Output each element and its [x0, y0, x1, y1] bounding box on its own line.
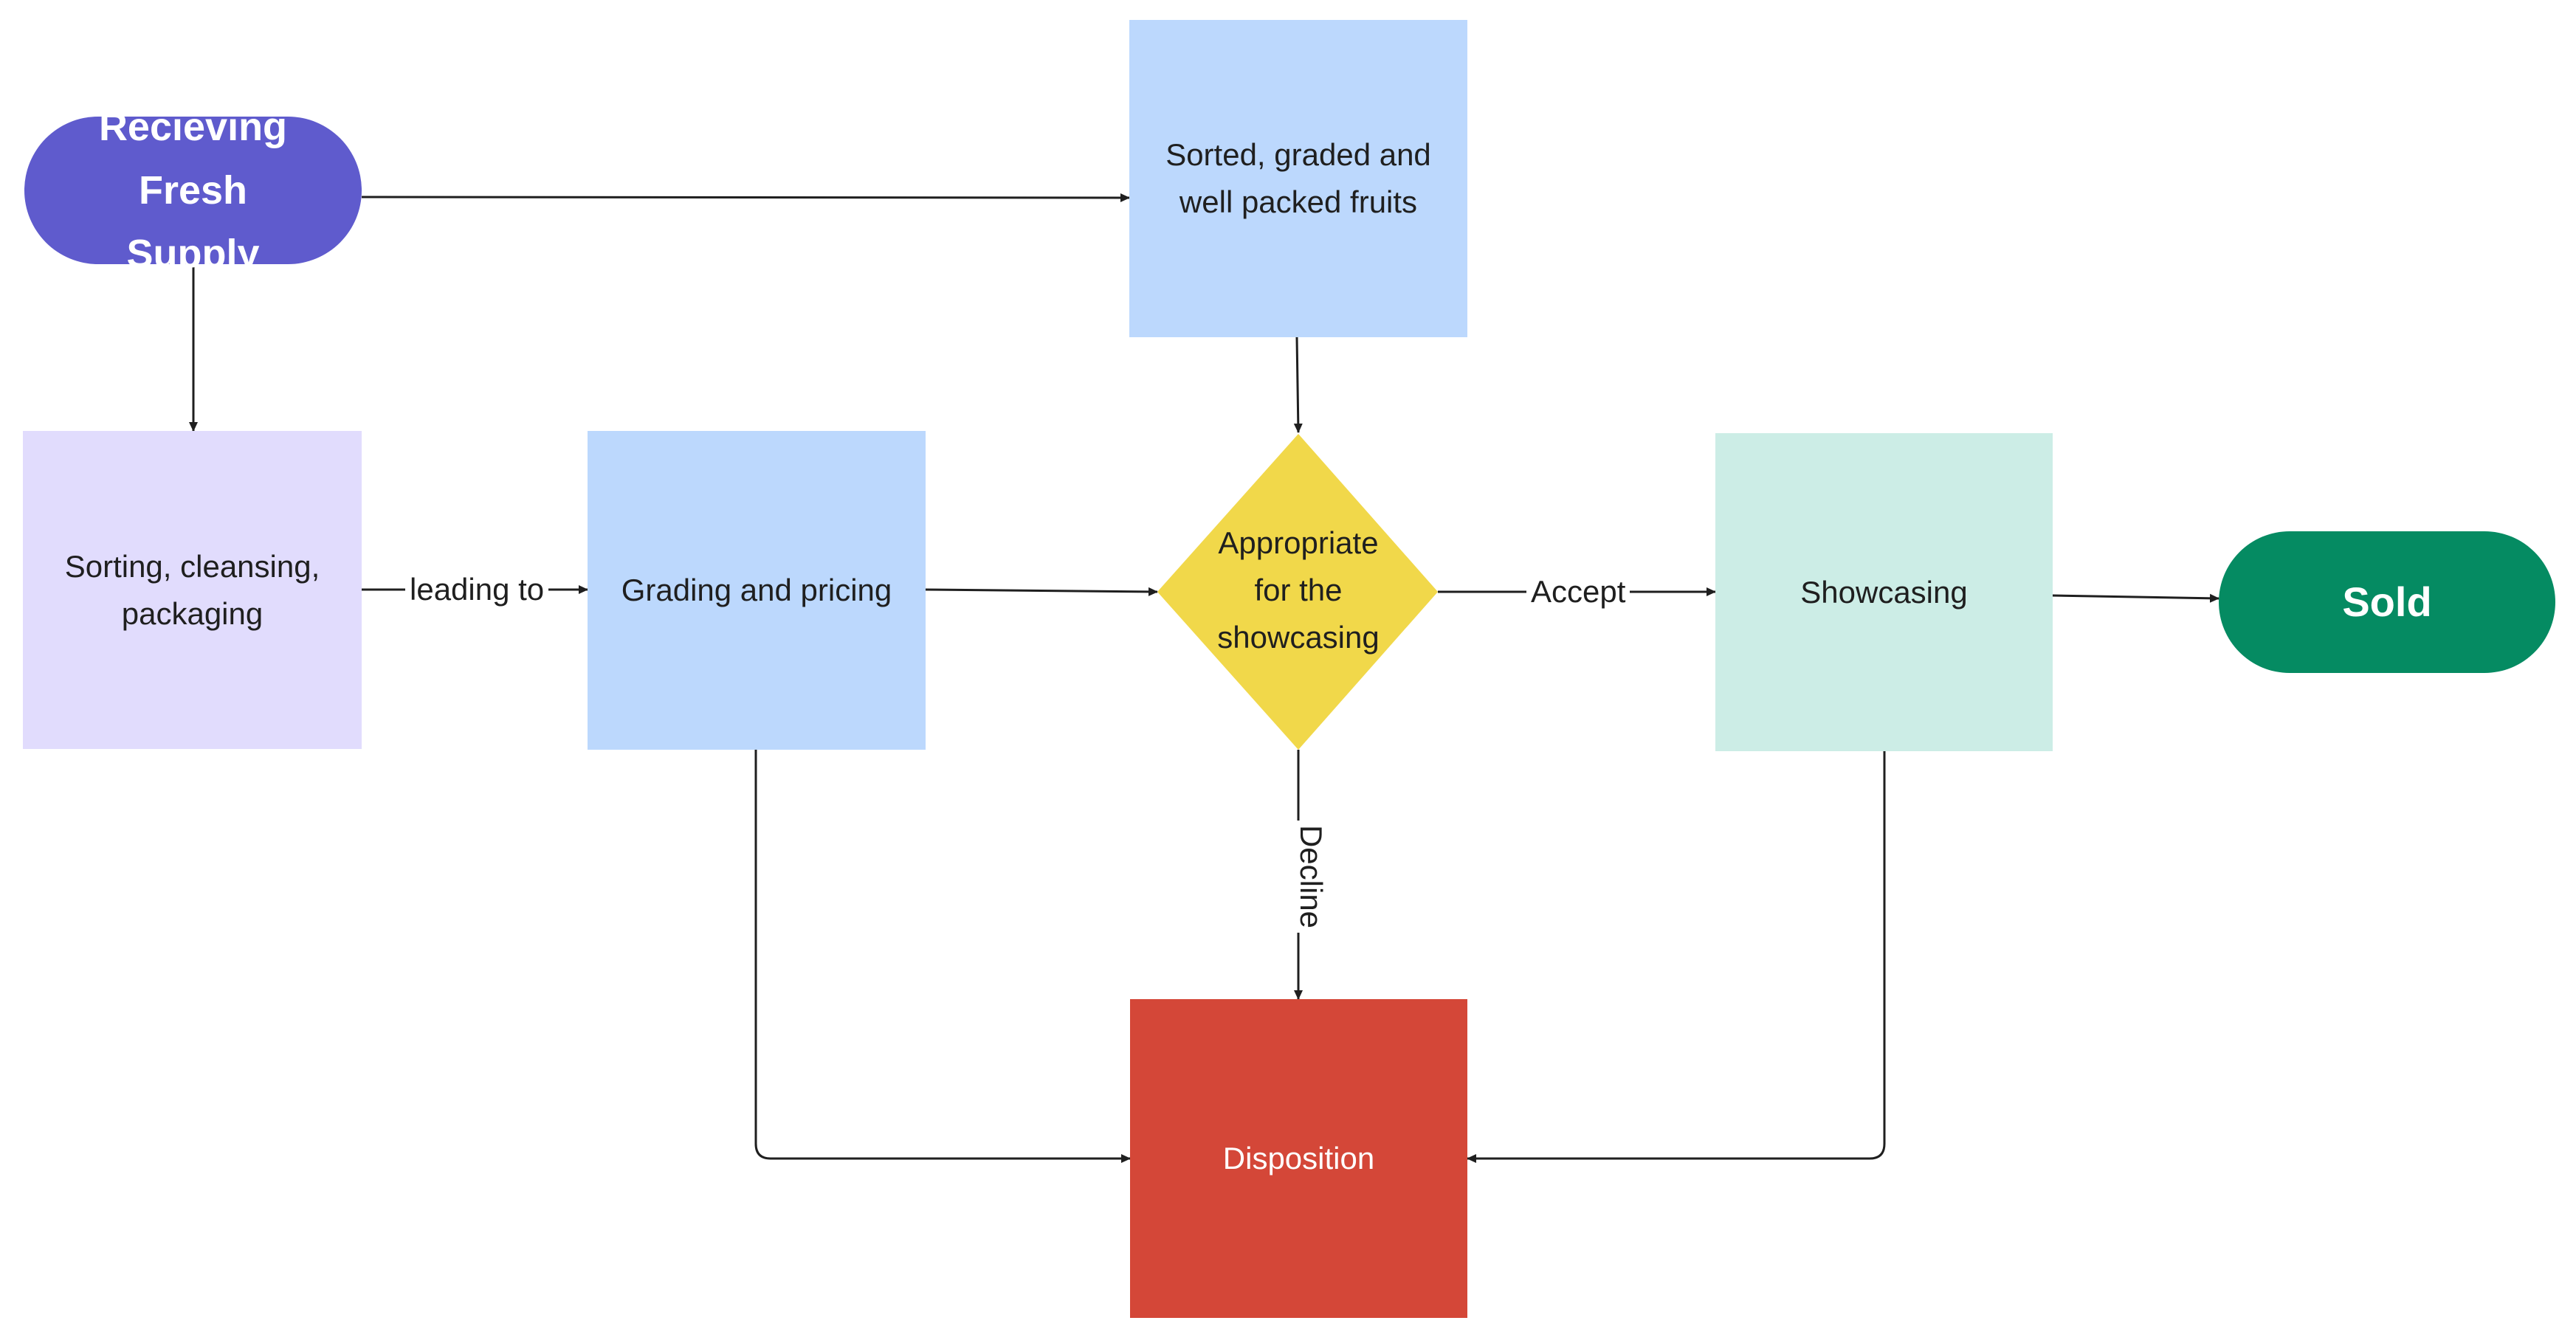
edge-grading-to-appropriate: [925, 587, 1158, 596]
process-node-showcasing: Showcasing: [1715, 433, 2053, 751]
edge-label-leading-to: leading to: [405, 571, 549, 608]
decision-diamond: [1157, 434, 1438, 750]
sold-label: Sold: [2342, 579, 2432, 625]
decision-label: Appropriate for the showcasing: [1217, 525, 1380, 655]
grading-label: Grading and pricing: [621, 573, 892, 607]
edge-label-accept: Accept: [1526, 573, 1630, 610]
process-node-sorted-graded: Sorted, graded and well packed fruits: [1129, 20, 1467, 337]
process-node-sorting: Sorting, cleansing, packaging: [23, 431, 362, 749]
edge-showcasing-to-sold: [2052, 593, 2219, 603]
process-node-disposition: Disposition: [1130, 999, 1467, 1318]
sorted-graded-label: Sorted, graded and well packed fruits: [1165, 137, 1431, 219]
edge-label-decline: Decline: [1292, 820, 1330, 933]
process-node-grading: Grading and pricing: [588, 431, 926, 750]
decision-node-appropriate: Appropriate for the showcasing: [1181, 480, 1416, 701]
showcasing-label: Showcasing: [1800, 574, 1968, 610]
sorting-label: Sorting, cleansing, packaging: [64, 548, 320, 631]
disposition-label: Disposition: [1222, 1141, 1375, 1175]
edge-showcasing-to-disposition: [1467, 751, 1886, 1163]
start-node-receiving: Recieving Fresh Supply: [24, 105, 362, 276]
edge-receiving-to-sorted-graded: [361, 193, 1130, 202]
end-node-sold: Sold: [2219, 531, 2555, 673]
start-node-label: Recieving Fresh Supply: [98, 105, 288, 276]
edge-sorted-graded-to-appropriate: [1293, 336, 1303, 433]
edge-grading-to-disposition: [754, 750, 1131, 1163]
